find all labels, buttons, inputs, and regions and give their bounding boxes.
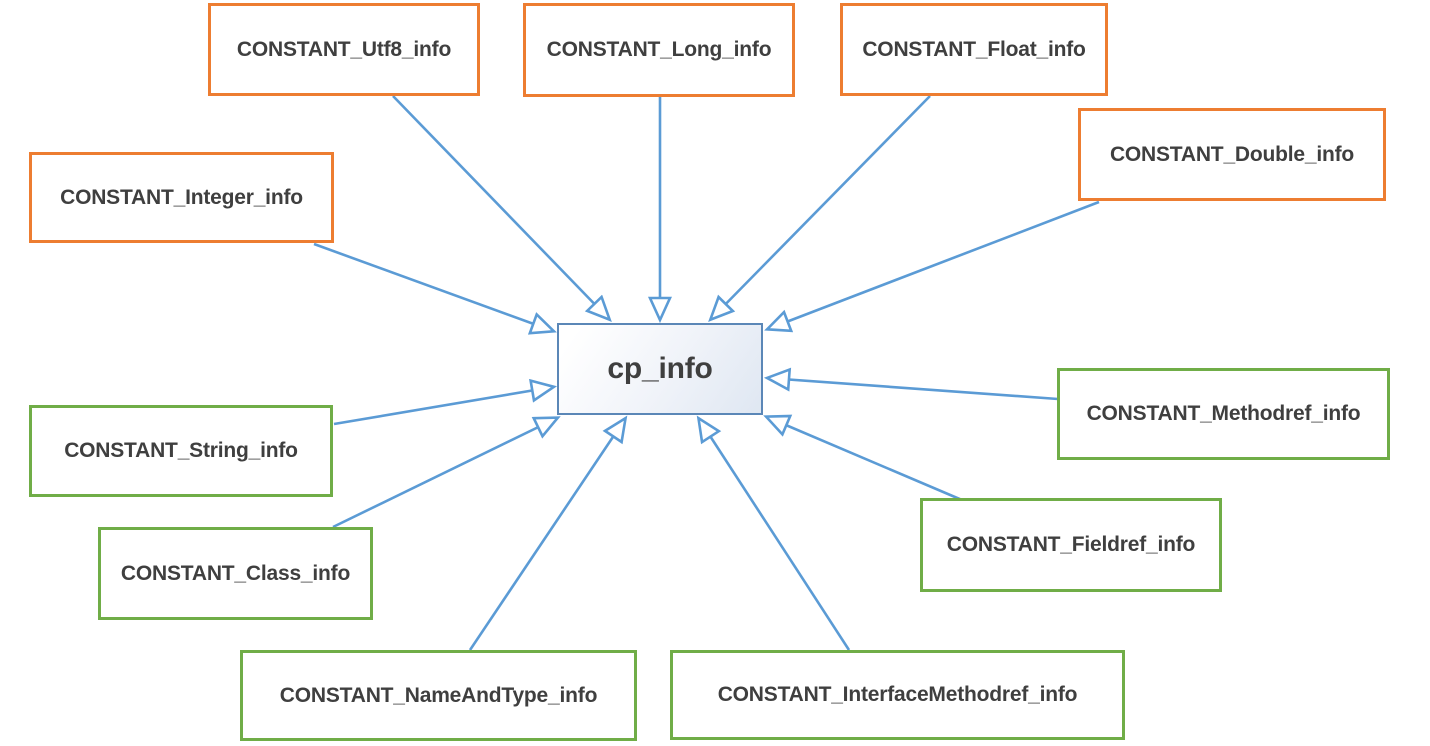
arrow-interfacemethodref-to-cp-info [699, 419, 851, 651]
node-label: CONSTANT_Fieldref_info [946, 533, 1196, 556]
node-constant-double-info: CONSTANT_Double_info [1078, 108, 1386, 201]
arrow-methodref-to-cp-info [768, 378, 1059, 401]
arrow-class-to-cp-info [332, 418, 557, 529]
node-constant-nameandtype-info: CONSTANT_NameAndType_info [240, 650, 637, 741]
arrow-utf8-to-cp-info [392, 95, 609, 319]
node-label: CONSTANT_NameAndType_info [279, 683, 598, 707]
node-label: CONSTANT_Integer_info [60, 185, 303, 209]
node-label: CONSTANT_InterfaceMethodref_info [717, 683, 1078, 706]
arrow-float-to-cp-info [711, 95, 931, 319]
node-constant-class-info: CONSTANT_Class_info [98, 527, 373, 620]
node-label: CONSTANT_Double_info [1109, 142, 1355, 166]
node-cp-info: cp_info [557, 323, 763, 415]
arrow-double-to-cp-info [768, 200, 1100, 329]
node-constant-float-info: CONSTANT_Float_info [840, 3, 1108, 96]
node-constant-methodref-info: CONSTANT_Methodref_info [1057, 368, 1390, 460]
node-constant-fieldref-info: CONSTANT_Fieldref_info [920, 498, 1222, 592]
arrow-string-to-cp-info [333, 387, 553, 426]
node-constant-interfacemethodref-info: CONSTANT_InterfaceMethodref_info [670, 650, 1125, 740]
node-label: CONSTANT_Utf8_info [236, 37, 452, 61]
node-constant-long-info: CONSTANT_Long_info [523, 3, 795, 97]
node-constant-string-info: CONSTANT_String_info [29, 405, 333, 497]
arrow-nameandtype-to-cp-info [468, 419, 625, 651]
node-label: CONSTANT_Class_info [120, 561, 351, 585]
node-label: CONSTANT_Float_info [862, 37, 1086, 61]
arrow-fieldref-to-cp-info [767, 417, 963, 502]
center-node-label: cp_info [607, 352, 713, 385]
node-label: CONSTANT_String_info [64, 439, 298, 462]
node-constant-utf8-info: CONSTANT_Utf8_info [208, 3, 480, 96]
node-label: CONSTANT_Long_info [546, 38, 772, 61]
arrow-integer-to-cp-info [313, 242, 553, 331]
node-label: CONSTANT_Methodref_info [1086, 402, 1361, 425]
node-constant-integer-info: CONSTANT_Integer_info [29, 152, 334, 243]
